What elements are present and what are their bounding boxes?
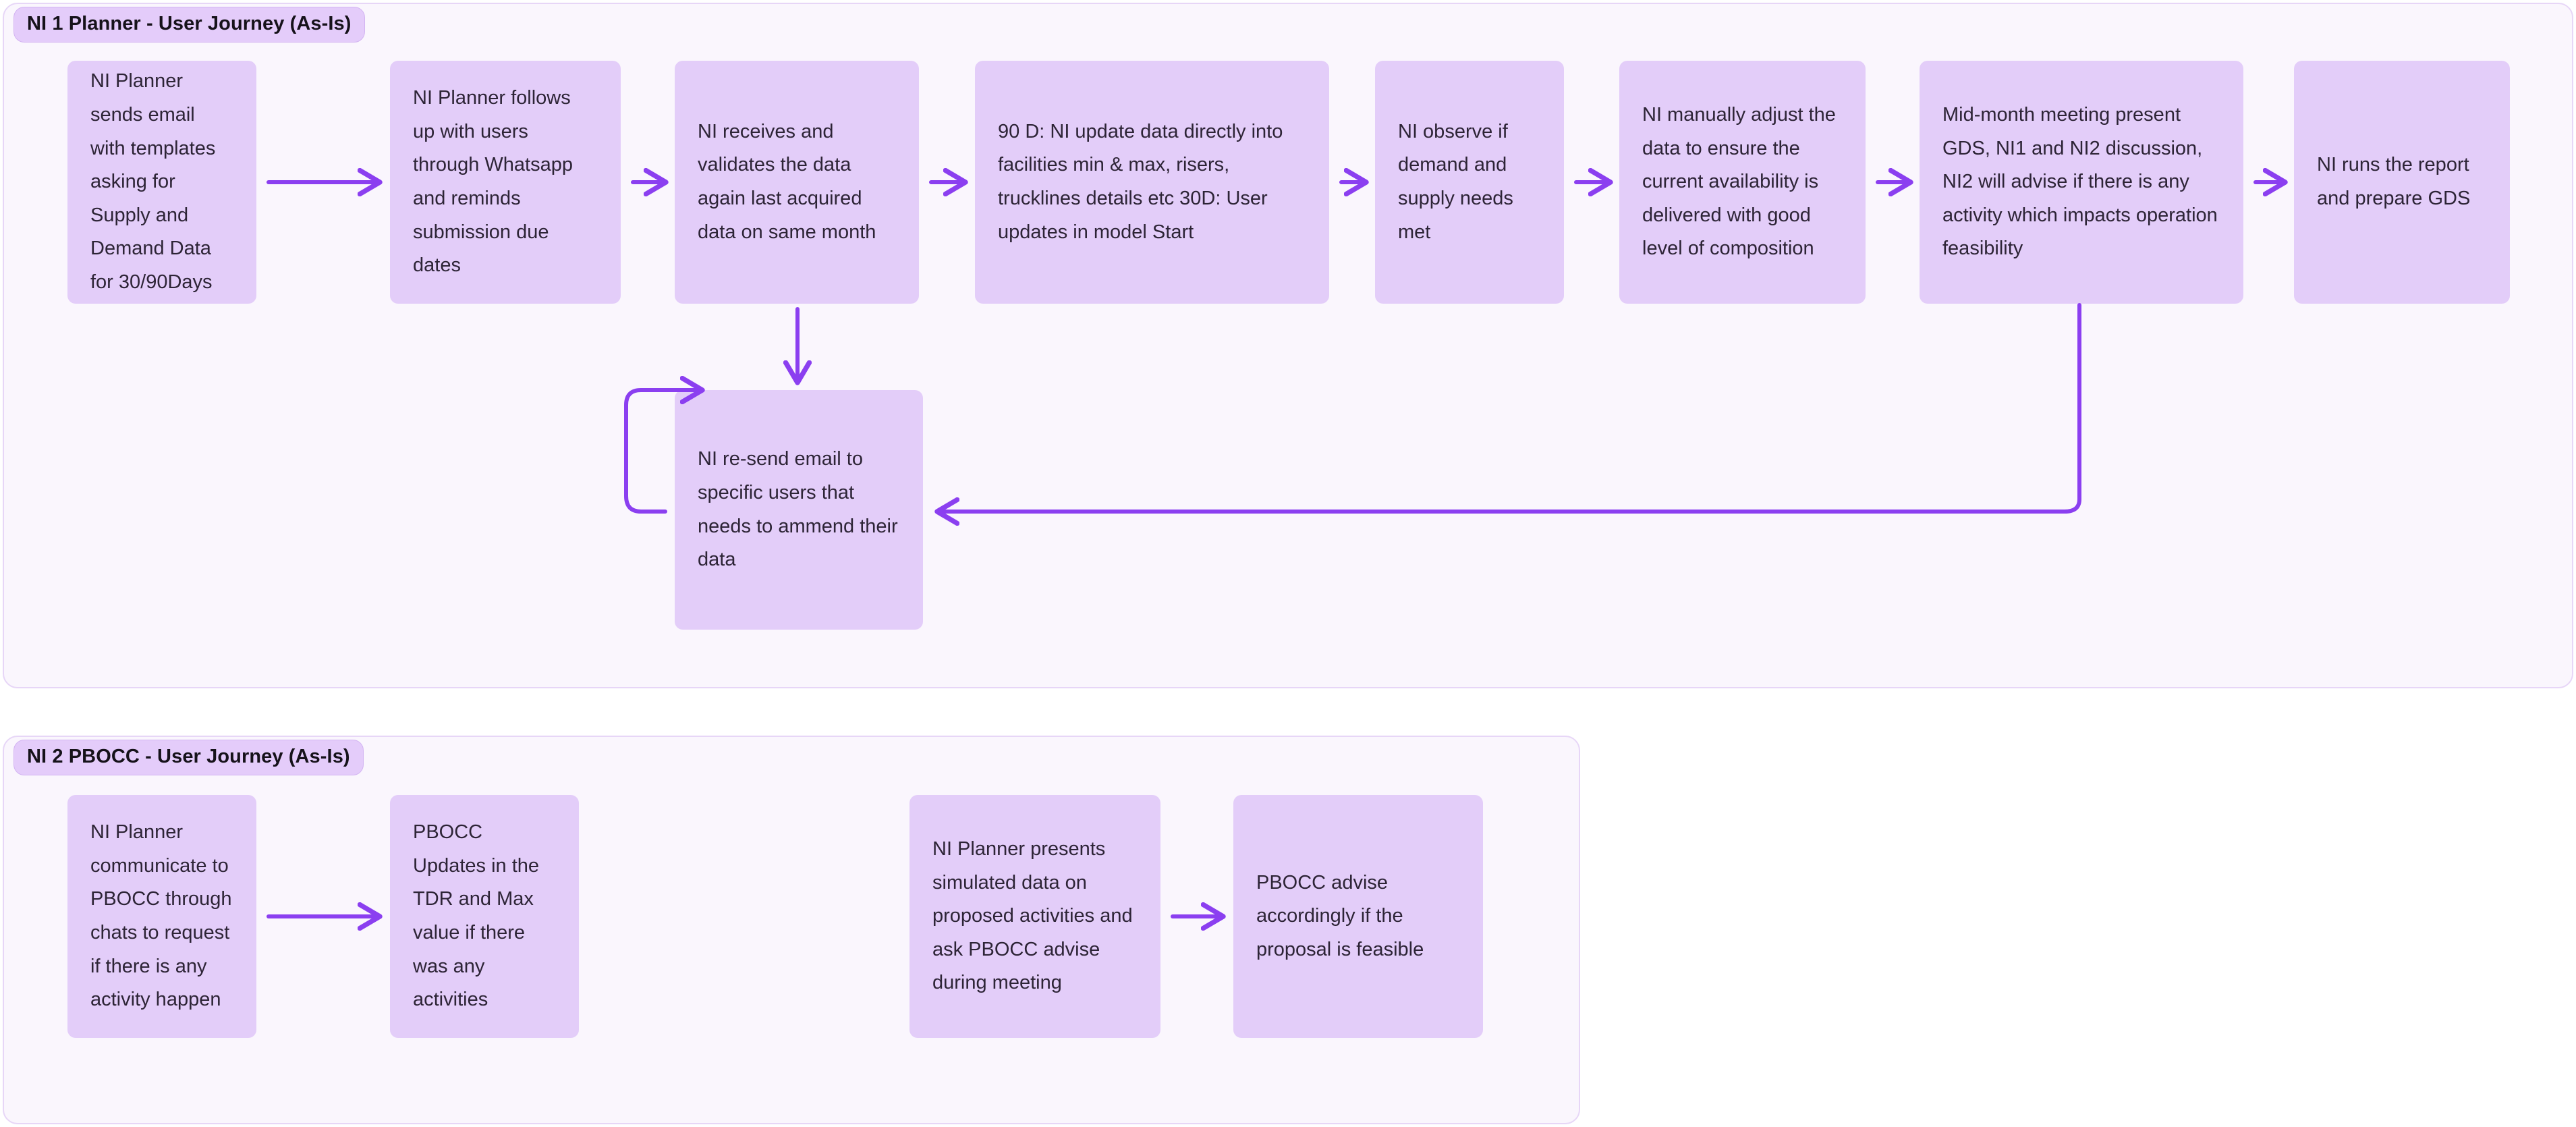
step-card-label: Mid-month meeting present GDS, NI1 and N… [1942,104,2218,260]
step-card-label: NI Planner follows up with users through… [413,87,573,277]
step-card-label: PBOCC Updates in the TDR and Max value i… [413,821,540,1011]
step-card-ni-resend-email[interactable]: NI re-send email to specific users that … [675,390,923,630]
step-card-label: NI manually adjust the data to ensure th… [1642,104,1836,260]
step-card-label: NI receives and validates the data again… [698,120,876,243]
step-card-mid-month-meeting[interactable]: Mid-month meeting present GDS, NI1 and N… [1920,61,2243,304]
step-card-ni-planner-follows-up[interactable]: NI Planner follows up with users through… [390,61,621,304]
step-card-ni-observe-demand-supply[interactable]: NI observe if demand and supply needs me… [1375,61,1564,304]
step-card-ni-planner-presents-simulated[interactable]: NI Planner presents simulated data on pr… [909,795,1160,1038]
step-card-90d-30d-updates[interactable]: 90 D: NI update data directly into facil… [975,61,1329,304]
step-card-label: NI observe if demand and supply needs me… [1398,120,1513,243]
section-title-ni1-planner: NI 1 Planner - User Journey (As-Is) [13,7,365,43]
step-card-label: 90 D: NI update data directly into facil… [998,120,1283,243]
step-card-label: NI re-send email to specific users that … [698,448,898,571]
step-card-pbocc-updates-tdr[interactable]: PBOCC Updates in the TDR and Max value i… [390,795,579,1038]
step-card-ni-planner-sends-email[interactable]: NI Planner sends email with templates as… [67,61,256,304]
step-card-pbocc-advise-feasible[interactable]: PBOCC advise accordingly if the proposal… [1233,795,1483,1038]
step-card-ni-manually-adjust[interactable]: NI manually adjust the data to ensure th… [1619,61,1866,304]
step-card-label: PBOCC advise accordingly if the proposal… [1256,871,1424,960]
step-card-label: NI Planner presents simulated data on pr… [932,838,1133,994]
step-card-label: NI Planner communicate to PBOCC through … [90,821,232,1011]
step-card-ni-runs-report[interactable]: NI runs the report and prepare GDS [2294,61,2510,304]
step-card-ni-receives-validates[interactable]: NI receives and validates the data again… [675,61,919,304]
step-card-label: NI Planner sends email with templates as… [90,70,216,293]
step-card-label: NI runs the report and prepare GDS [2317,154,2471,209]
step-card-ni-planner-communicate-pbocc[interactable]: NI Planner communicate to PBOCC through … [67,795,256,1038]
section-title-ni2-pbocc: NI 2 PBOCC - User Journey (As-Is) [13,740,364,775]
